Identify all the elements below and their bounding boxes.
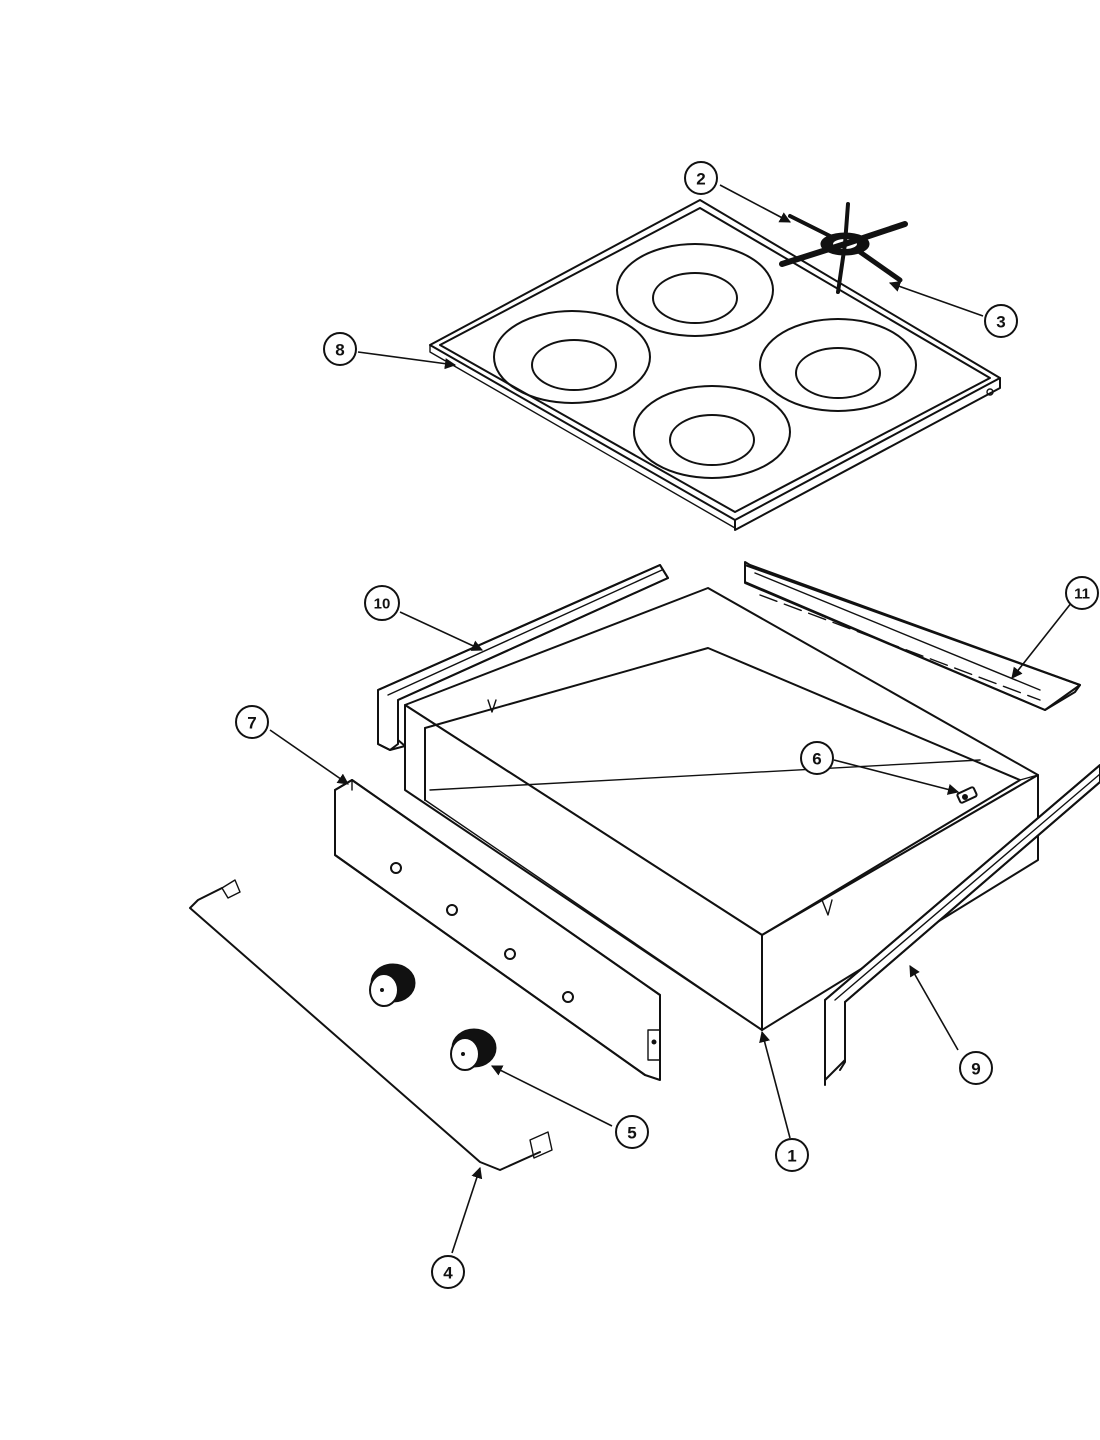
svg-text:4: 4 — [443, 1264, 453, 1283]
svg-text:7: 7 — [247, 714, 256, 733]
callout-11: 11 — [1065, 576, 1099, 610]
svg-text:2: 2 — [696, 170, 705, 189]
callout-5: 5 — [615, 1115, 649, 1149]
callout-1: 1 — [775, 1138, 809, 1172]
svg-text:1: 1 — [787, 1147, 796, 1166]
burner-box — [404, 587, 1039, 1031]
callout-2: 2 — [684, 161, 718, 195]
left-side-trim — [377, 564, 669, 751]
right-side-trim — [824, 764, 1100, 1086]
leader-lines — [269, 184, 1073, 1254]
callout-10: 10 — [364, 585, 400, 621]
callout-4: 4 — [431, 1255, 465, 1289]
callout-3: 3 — [984, 304, 1018, 338]
rear-trim — [744, 561, 1081, 711]
svg-text:9: 9 — [971, 1060, 980, 1079]
cooktop-panel — [429, 199, 1001, 531]
knob-lower — [450, 1028, 497, 1071]
callout-8: 8 — [323, 332, 357, 366]
burner-rear-right — [759, 318, 917, 412]
svg-text:6: 6 — [812, 750, 821, 769]
small-clip — [956, 786, 978, 804]
svg-text:10: 10 — [374, 596, 391, 613]
control-panel — [334, 779, 661, 1081]
callout-6: 6 — [800, 741, 834, 775]
burner-front-right — [633, 385, 791, 479]
callout-7: 7 — [235, 705, 269, 739]
svg-text:11: 11 — [1074, 586, 1090, 603]
svg-text:5: 5 — [627, 1124, 636, 1143]
burner-front-left — [493, 310, 651, 404]
callout-9: 9 — [959, 1051, 993, 1085]
burner-grate — [779, 202, 908, 294]
svg-text:3: 3 — [996, 313, 1005, 332]
support-rod — [189, 879, 553, 1171]
burner-rear-left — [616, 243, 774, 337]
svg-text:8: 8 — [335, 341, 344, 360]
knob-upper — [369, 963, 416, 1007]
